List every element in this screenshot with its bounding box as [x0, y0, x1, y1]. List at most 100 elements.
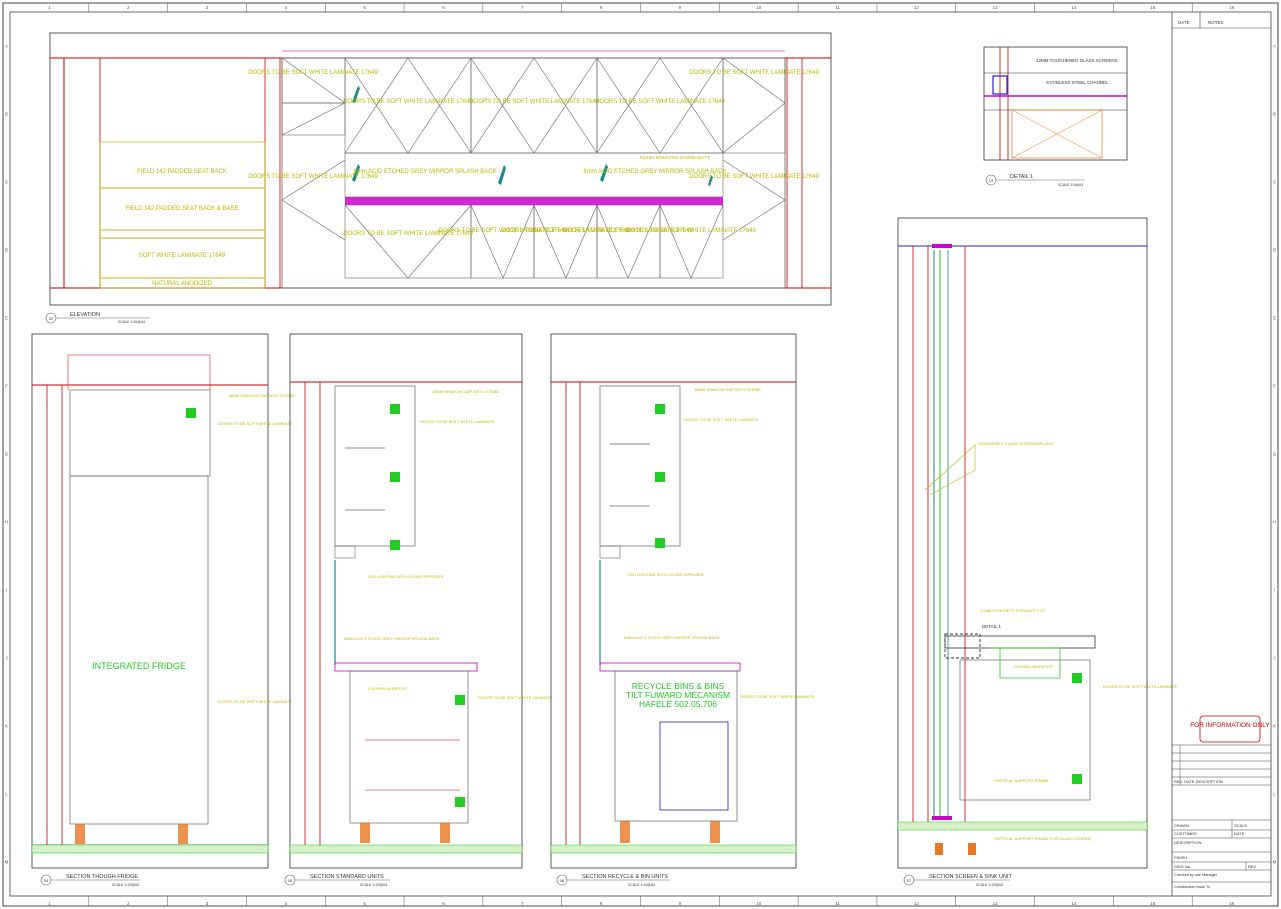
screen-section-scale: SCALE 1:20@A3	[976, 883, 1003, 887]
grid-row-label: K	[5, 724, 8, 729]
grid-col-label: 2	[127, 5, 130, 10]
detail-1-view: 12MM TOUGHENED GLASS SCREENS STAINLESS S…	[983, 46, 1128, 187]
grid-col-label: 16	[1229, 5, 1235, 10]
screen-note-support: VERTICAL SUPPORT FRAME FOR GLASS SCREEN	[994, 836, 1091, 841]
door-label-lower-4: DOORS TO BE SOFT WHITE LAMINATE 17649	[563, 228, 693, 234]
fridge-label: INTEGRATED FRIDGE	[92, 661, 186, 671]
title-block: DATE NOTES FOR INFORMATION ONLY REV. DAT…	[1171, 12, 1271, 896]
grid-col-label: 4	[285, 901, 288, 906]
recycle-label-line-2: TILT FUWARD MECANISM	[626, 690, 730, 700]
fridge-note-doors: DOORS TO BE SOFT WHITE LAMINATE	[218, 421, 292, 426]
standard-note-light: LED LIGHTING WITH COVER DIFFUSER	[368, 574, 444, 579]
recycle-label-line-1: RECYCLE BINS & BINS	[632, 681, 725, 691]
grid-col-label: 5	[363, 5, 366, 10]
fridge-section-title: SECTION THOUGH FRIDGE	[66, 874, 138, 880]
screen-note-channel: 12MM CONCRETE STRAIGHT CUT	[980, 608, 1046, 613]
grid-row-label: E	[1273, 316, 1276, 321]
grid-row-label: C	[5, 180, 9, 185]
grid-row-label: E	[5, 316, 8, 321]
grid-row-label: I	[1274, 588, 1275, 593]
door-label-mid-right: DOORS TO BE SOFT WHITE LAMINATE 17649	[689, 174, 819, 180]
finish-label: FINISH	[1174, 855, 1187, 860]
recycle-label-line-3: HAFELE 502.05.706	[639, 699, 717, 709]
screen-detail-tag: DETAIL 1	[982, 624, 1002, 629]
door-label-lower-1: DOORS TO BE SOFT WHITE LAMINATE 17649	[343, 231, 473, 237]
for-information-only: FOR INFORMATION ONLY	[1190, 722, 1270, 729]
recycle-section-title: SECTION RECYCLE & BIN UNITS	[582, 874, 668, 880]
checked-label: Checked by site Manager	[1174, 873, 1218, 877]
grid-row-label: B	[5, 112, 8, 117]
grid-col-label: 12	[914, 5, 920, 10]
grid-row-label: F	[5, 384, 8, 389]
detail-glass-label: 12MM TOUGHENED GLASS SCREENS	[1036, 58, 1118, 63]
scale-label: SCALE	[1234, 823, 1247, 828]
grid-row-label: C	[1273, 180, 1277, 185]
elevation-frame	[49, 32, 832, 306]
grid-col-label: 1	[48, 5, 51, 10]
screen-note-glass: TOUGHENED GLASS SCREEN/SPLASH	[978, 441, 1053, 446]
section-fridge-view: INTEGRATED FRIDGE 18MM SHADOW GAP WITH S…	[31, 333, 295, 887]
grid-col-label: 15	[1150, 901, 1156, 906]
titleblock-date-header: DATE	[1178, 20, 1190, 25]
elevation-title: ELEVATION	[70, 312, 100, 318]
grid-row-label: A	[1273, 44, 1276, 49]
door-label-mid-left: DOORS TO BE SOFT WHITE LAMINATE 17649	[248, 174, 378, 180]
grid-col-label: 9	[679, 5, 682, 10]
grid-row-label: M	[1273, 860, 1277, 865]
dwg-no-label: DWG No.	[1174, 864, 1191, 869]
door-label-upper-5: DOORS TO BE SOFT WHITE LAMINATE 17649	[689, 70, 819, 76]
grid-col-label: 14	[1071, 901, 1077, 906]
grid-col-label: 7	[521, 5, 524, 10]
grid-row-label: K	[1273, 724, 1276, 729]
grid-col-label: 6	[442, 5, 445, 10]
revision-header: REV. DATE DESCRIPTION	[1174, 779, 1223, 784]
grid-row-label: J	[1273, 656, 1275, 661]
grid-reference-labels: 1122334455667788991010111112121313141415…	[5, 3, 1277, 906]
grid-col-label: 7	[521, 901, 524, 906]
fridge-marker: 04	[44, 878, 49, 883]
door-label-lower-5: DOORS TO BE SOFT WHITE LAMINATE 17649	[626, 228, 756, 234]
standard-note-worktop: CHOSEN WORKTOP	[368, 686, 407, 691]
recycle-note-light: LED LIGHTING WITH COVER DIFFUSER	[628, 572, 704, 577]
door-label-upper-3: DOORS TO BE SOFT WHITE LAMINATE 17649	[469, 99, 599, 105]
seat-base-label: FIELD 142 PADDED SEAT BACK & BASE	[125, 206, 238, 212]
grid-row-label: D	[5, 248, 9, 253]
worktop-band	[345, 197, 723, 205]
plinth-label: NATURAL ANODIZED	[152, 281, 212, 287]
grid-col-label: 5	[363, 901, 366, 906]
titleblock-notes-header: NOTES	[1208, 20, 1224, 25]
standard-note-splash: 6MM ACID ETCHED GREY MIRROR SPLASH BACK	[344, 636, 440, 641]
screen-note-doors: DOORS TO BE SOFT WHITE LAMINATE	[1103, 684, 1177, 689]
sheet-border-inner	[9, 11, 1272, 897]
grid-row-label: H	[1273, 520, 1276, 525]
splash-label-right: 6mm ACID ETCHED GREY MIRROR SPLASH BACK	[583, 169, 726, 175]
grid-col-label: 3	[206, 901, 209, 906]
grid-row-label: M	[5, 860, 9, 865]
standard-note-lower: DOORS TO BE SOFT WHITE LAMINATE	[478, 695, 552, 700]
section-screen-view: TOUGHENED GLASS SCREEN/SPLASH CHOSEN WOR…	[897, 217, 1177, 887]
grid-col-label: 13	[993, 901, 999, 906]
grid-col-label: 11	[835, 5, 840, 10]
detail-title: DETAIL 1	[1010, 174, 1033, 180]
screen-marker: 07	[907, 878, 912, 883]
grid-col-label: 2	[127, 901, 130, 906]
seat-laminate-label: SOFT WHITE LAMINATE 17649	[139, 253, 226, 259]
standard-section-scale: SCALE 1:20@A3	[360, 883, 387, 887]
grid-row-label: A	[5, 44, 8, 49]
grid-col-label: 4	[285, 5, 288, 10]
grid-row-label: I	[6, 588, 7, 593]
grid-col-label: 13	[993, 5, 999, 10]
grid-col-label: 1	[48, 901, 51, 906]
grid-col-label: 11	[835, 901, 840, 906]
grid-row-label: G	[1273, 452, 1277, 457]
recycle-section-scale: SCALE 1:20@A3	[628, 883, 655, 887]
recycle-marker: 06	[560, 878, 565, 883]
detail-channel-label: STAINLESS STEEL CHANNEL	[1046, 80, 1109, 85]
drawn-label: DRAWN	[1174, 823, 1189, 828]
recycle-note-top: 18MM SHADOW GAP WITH SCRIBE	[694, 387, 761, 392]
standard-note-doors: DOORS TO BE SOFT WHITE LAMINATE	[420, 419, 494, 424]
rev-label: REV	[1248, 864, 1257, 869]
grid-col-label: 8	[600, 901, 603, 906]
elevation-view: FIELD 142 PADDED SEAT BACK FIELD 142 PAD…	[45, 32, 832, 324]
